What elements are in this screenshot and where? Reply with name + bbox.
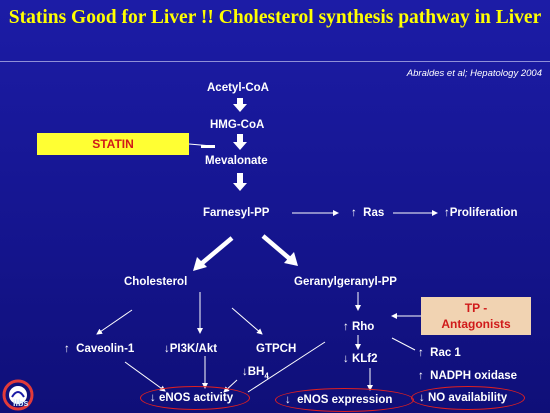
node-rac1: ↑ Rac 1 <box>418 346 461 360</box>
node-rho-label: Rho <box>351 321 375 333</box>
node-caveolin-1: ↑ Caveolin-1 <box>64 342 134 356</box>
up-arrow-icon: ↑ <box>418 370 424 382</box>
up-arrow-icon: ↑ <box>351 207 357 219</box>
arrow-farnesyl-geranyl <box>261 234 292 261</box>
tp-label-line2: Antagonists <box>441 317 511 331</box>
up-arrow-icon: ↑ <box>64 343 70 355</box>
down-arrow-icon: ↓ <box>343 353 349 365</box>
arrow-caveolin-enos <box>124 361 166 392</box>
no-availability-highlight <box>411 386 525 410</box>
statin-inhibition-bar <box>201 145 215 148</box>
up-arrow-icon: ↑ <box>444 207 450 219</box>
node-cholesterol: Cholesterol <box>124 276 188 288</box>
node-acetyl-coa: Acetyl-CoA <box>207 82 269 94</box>
node-rho: ↑ Rho <box>343 320 374 334</box>
node-caveolin-label: Caveolin-1 <box>76 343 135 355</box>
node-proliferation-label: Proliferation <box>449 207 518 219</box>
up-arrow-icon: ↑ <box>418 347 424 359</box>
node-pi3k-label: PI3K/Akt <box>169 343 218 355</box>
node-ras-label: Ras <box>363 207 385 219</box>
arrow-farnesyl-cholesterol <box>199 236 234 266</box>
node-klf2: ↓ KLf2 <box>343 352 378 366</box>
ilbs-logo <box>2 379 34 411</box>
node-enos-activity: ↓ eNOS activity <box>150 391 233 405</box>
line-rho-enos <box>247 341 326 393</box>
arrow-mevalonate-farnesyl <box>233 173 247 191</box>
citation: Abraldes et al; Hepatology 2004 <box>406 68 542 79</box>
arrow-hmg-mevalonate <box>233 134 247 150</box>
statin-box: STATIN <box>37 133 189 155</box>
arrow-farnesyl-geranyl-head <box>284 252 298 266</box>
node-proliferation: ↑Proliferation <box>444 206 517 220</box>
arrow-acetyl-hmg <box>233 98 247 112</box>
tp-antagonists-box: TP - Antagonists <box>421 297 531 335</box>
node-nadph-oxidase: ↑ NADPH oxidase <box>418 369 517 383</box>
node-rac1-label: Rac 1 <box>430 347 461 359</box>
node-enos-activity-label: eNOS activity <box>158 392 234 404</box>
title-divider <box>0 61 550 62</box>
up-arrow-icon: ↑ <box>343 321 349 333</box>
node-no-availability: ↓ NO availability <box>419 391 507 405</box>
line-rho-rac <box>391 337 416 351</box>
node-farnesyl-pp: Farnesyl-PP <box>203 207 270 219</box>
node-hmg-coa: HMG-CoA <box>210 119 265 131</box>
node-gtpch: GTPCH <box>256 343 297 355</box>
node-klf2-label: KLf2 <box>351 353 378 365</box>
down-arrow-icon: ↓ <box>419 392 425 404</box>
node-enos-expression: ↓ eNOS expression <box>285 393 392 407</box>
node-mevalonate: Mevalonate <box>205 155 268 167</box>
tp-label-line1: TP - <box>464 301 488 315</box>
down-arrow-icon: ↓ <box>150 392 156 404</box>
arrow-chol-gtpch <box>231 307 263 335</box>
node-bh4-subscript: 4 <box>264 371 269 381</box>
ilbs-logo-text: ilbs <box>13 398 29 408</box>
down-arrow-icon: ↓ <box>285 394 291 406</box>
arrow-farnesyl-cholesterol-head <box>193 257 207 271</box>
node-nadph-label: NADPH oxidase <box>430 370 518 382</box>
node-pi3k-akt: ↓PI3K/Akt <box>164 342 217 356</box>
node-no-availability-label: NO availability <box>427 392 508 404</box>
node-bh4: ↓BH4 <box>242 365 269 383</box>
slide-title: Statins Good for Liver !! Cholesterol sy… <box>8 7 542 28</box>
node-geranylgeranyl-pp: Geranylgeranyl-PP <box>294 276 397 288</box>
arrow-chol-caveolin <box>96 309 133 335</box>
down-arrow-icon: ↓ <box>242 366 248 378</box>
down-arrow-icon: ↓ <box>164 343 170 355</box>
enos-activity-highlight <box>140 386 250 410</box>
main-down-arrows <box>233 98 247 191</box>
node-enos-expression-label: eNOS expression <box>297 394 393 406</box>
node-bh4-label: BH <box>247 366 265 378</box>
node-ras: ↑ Ras <box>351 206 384 220</box>
